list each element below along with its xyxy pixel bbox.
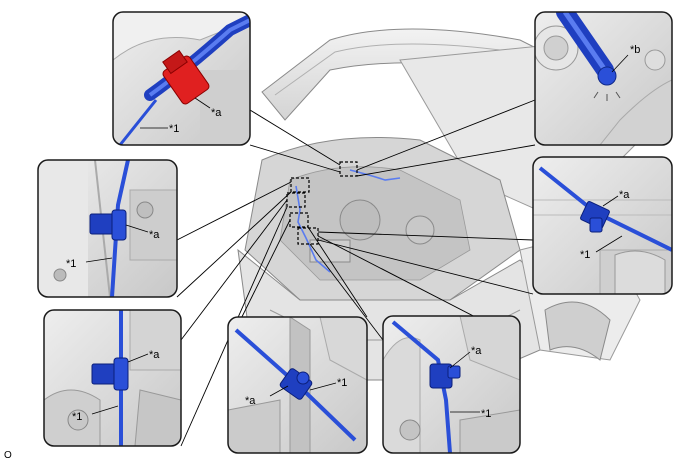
callout-mid-left: *a *1 bbox=[37, 159, 178, 298]
label-a: *a bbox=[211, 107, 222, 119]
label-a: *a bbox=[149, 229, 160, 241]
callout-bottom-center: *a *1 bbox=[227, 316, 368, 454]
label-b: *b bbox=[630, 44, 640, 56]
label-1: *1 bbox=[169, 123, 179, 135]
locator-top bbox=[339, 161, 358, 177]
callout-top-left: *a *1 bbox=[112, 11, 251, 146]
callout-bottom-left: *a *1 bbox=[43, 309, 182, 447]
label-a: *a bbox=[471, 345, 482, 357]
label-1: *1 bbox=[66, 258, 76, 270]
label-a: *a bbox=[245, 395, 256, 407]
callout-mid-right: *a *1 bbox=[532, 156, 673, 295]
blue-clamp bbox=[429, 363, 461, 389]
callout-bottom-right: *a *1 bbox=[382, 315, 521, 454]
label-a: *a bbox=[619, 189, 630, 201]
red-clamp bbox=[162, 49, 210, 105]
label-1: *1 bbox=[481, 408, 491, 420]
callout-top-right: *b bbox=[534, 11, 673, 146]
label-1: *1 bbox=[580, 249, 590, 261]
blue-clamp bbox=[89, 209, 127, 241]
blue-clamp bbox=[580, 201, 610, 233]
label-1: *1 bbox=[72, 411, 82, 423]
leader-lines bbox=[176, 99, 536, 447]
figure-code: O bbox=[4, 450, 12, 461]
blue-clamp bbox=[91, 357, 129, 391]
locator-left-1 bbox=[290, 177, 310, 193]
blue-clamp bbox=[279, 368, 313, 400]
label-a: *a bbox=[149, 349, 160, 361]
label-1: *1 bbox=[337, 377, 347, 389]
